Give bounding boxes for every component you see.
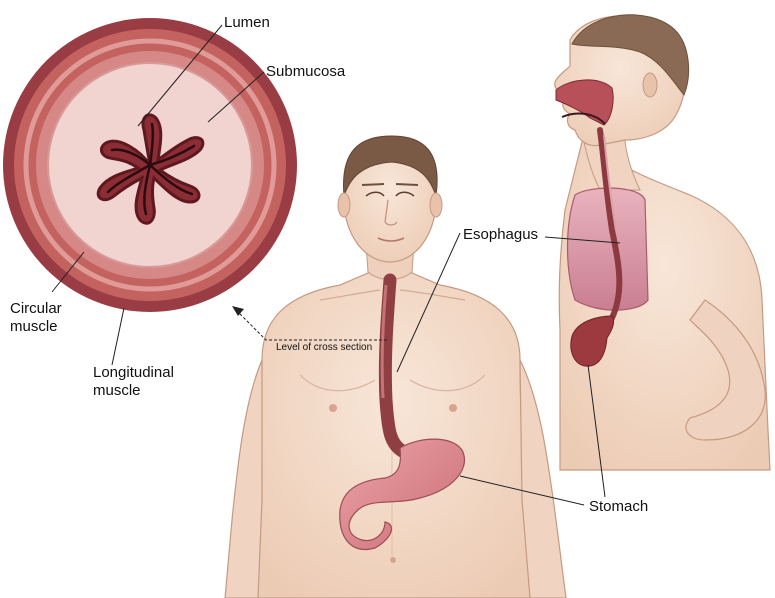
label-longitudinal-line2: muscle: [93, 382, 141, 399]
front-right-ear: [430, 193, 442, 217]
label-circular-line2: muscle: [10, 318, 58, 335]
longitudinal-muscle-leader: [112, 308, 124, 365]
side-profile-figure: [555, 15, 770, 470]
front-right-brow: [396, 184, 418, 185]
front-left-ear: [338, 193, 350, 217]
navel: [390, 557, 396, 563]
side-ear: [643, 73, 657, 97]
cross-section-arrowhead: [232, 306, 244, 316]
label-lumen: Lumen: [224, 14, 270, 31]
label-longitudinal-line1: Longitudinal: [93, 364, 174, 381]
front-left-arm: [225, 360, 262, 598]
label-stomach: Stomach: [589, 498, 648, 515]
label-esophagus: Esophagus: [463, 226, 538, 243]
label-circular-line1: Circular: [10, 300, 62, 317]
esophagus-cross-section: [3, 18, 297, 312]
label-submucosa: Submucosa: [266, 63, 345, 80]
label-level-of-cross-section: Level of cross section: [276, 342, 372, 354]
front-left-brow: [362, 184, 384, 185]
left-nipple: [329, 404, 337, 412]
right-nipple: [449, 404, 457, 412]
front-right-arm: [520, 360, 566, 598]
